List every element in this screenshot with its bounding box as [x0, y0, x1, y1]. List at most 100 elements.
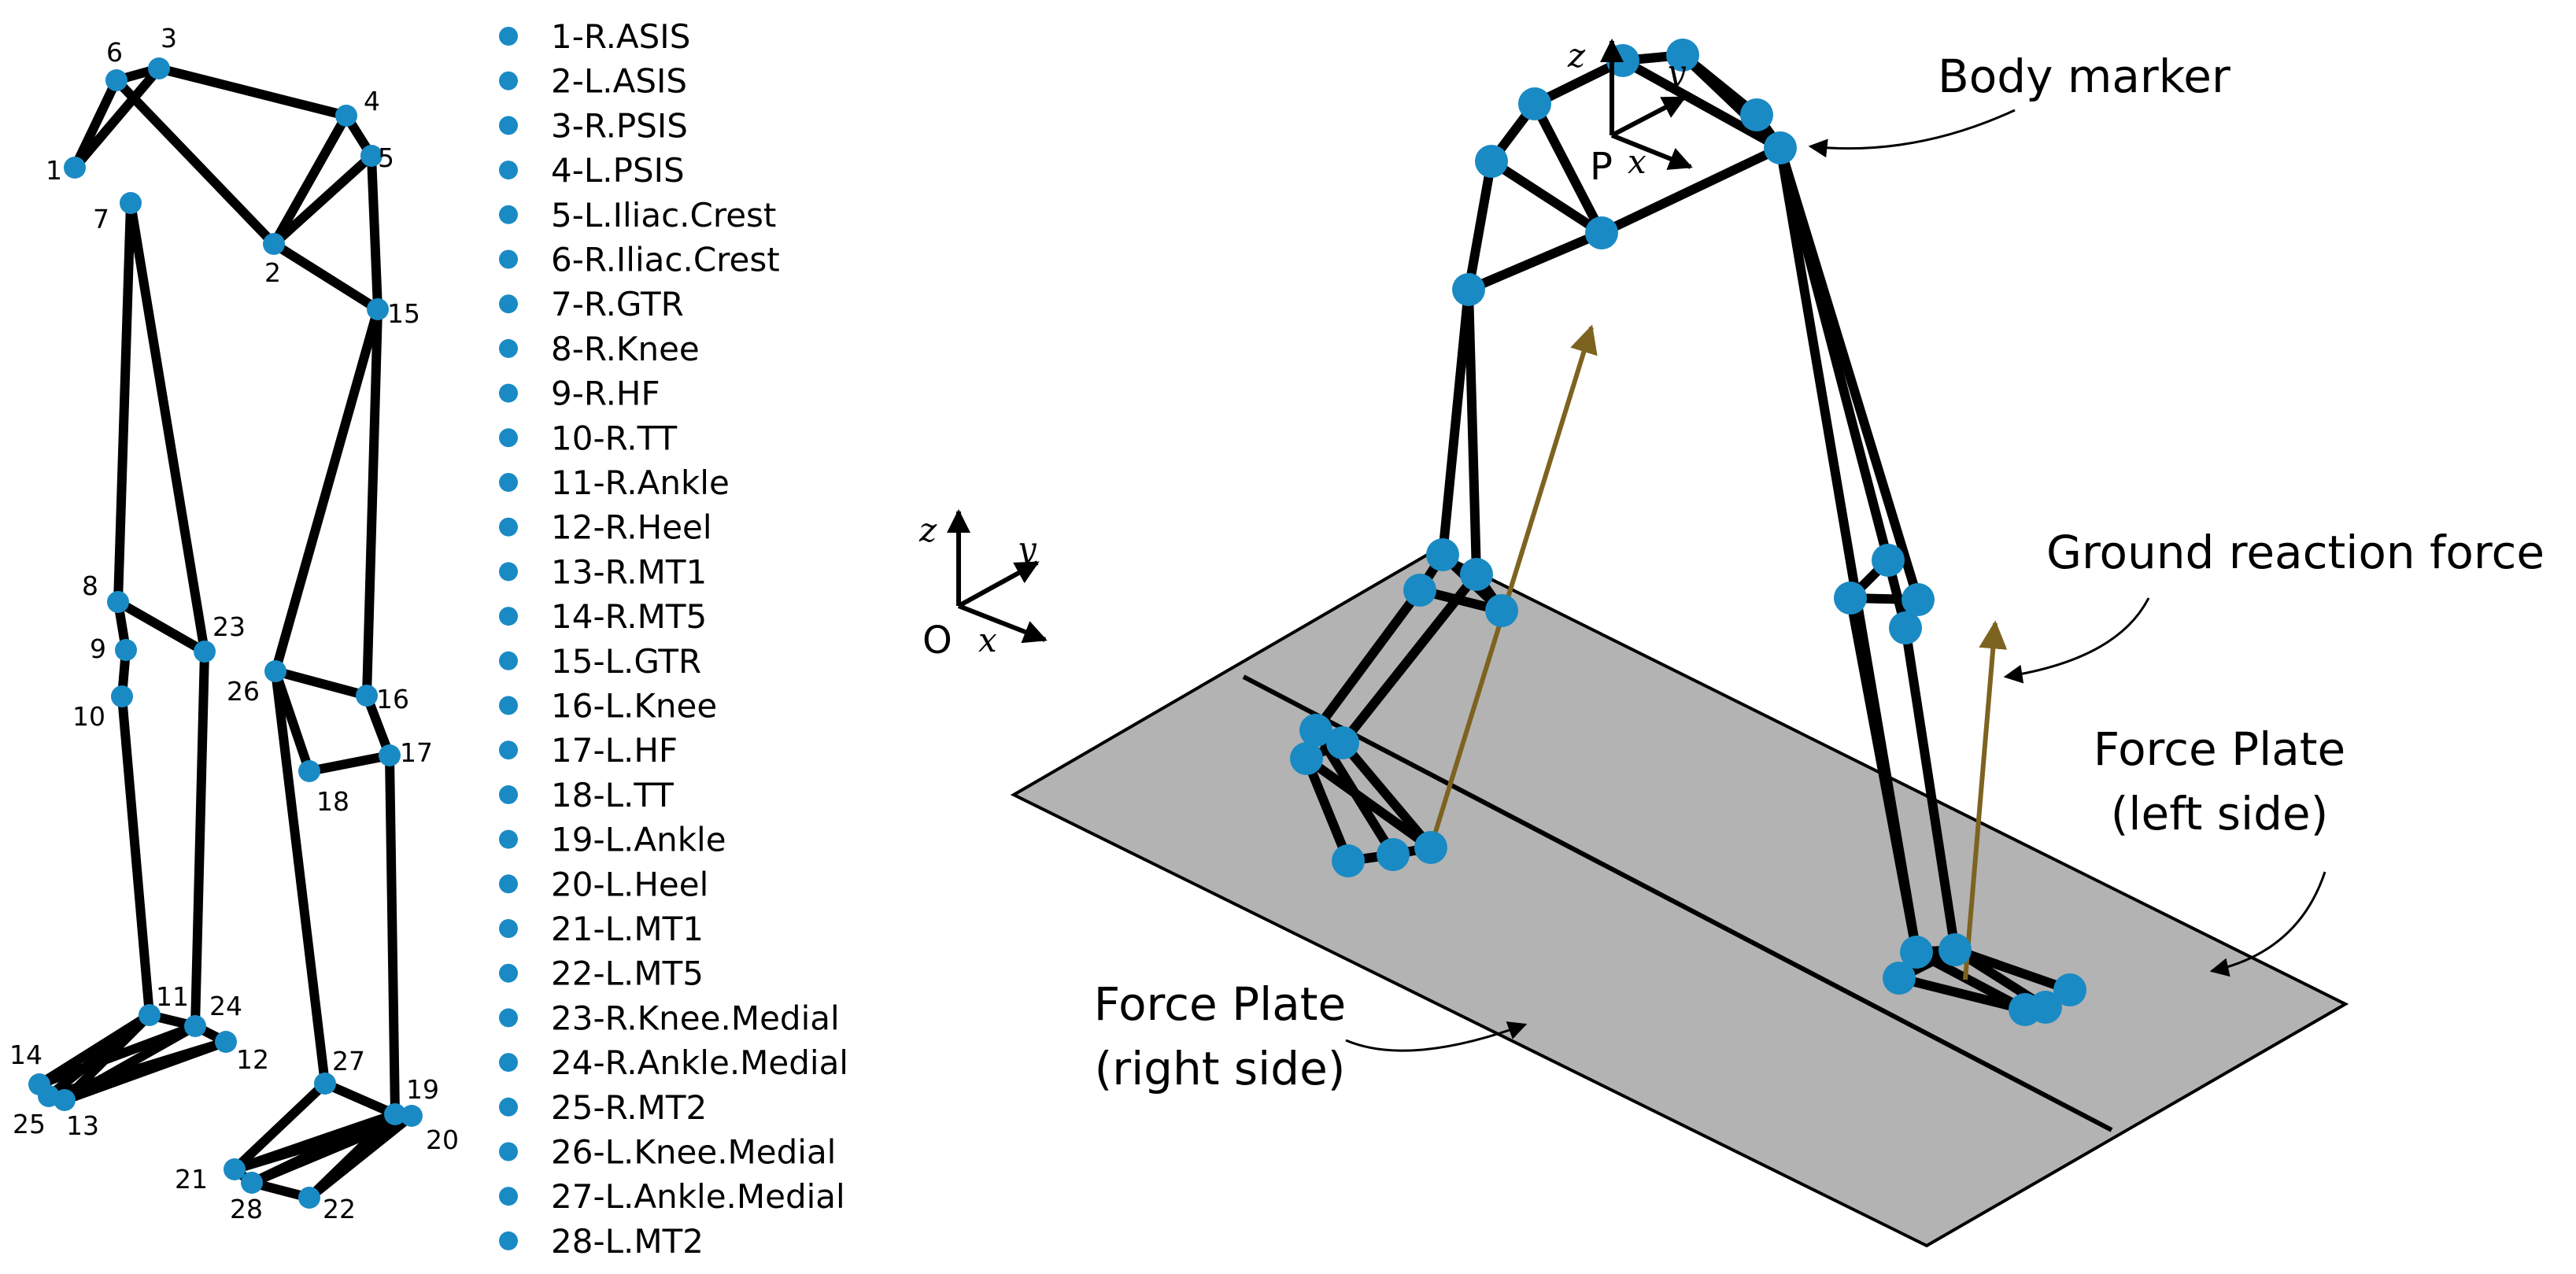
skeleton-marker-23 [194, 641, 216, 663]
body-segment [1846, 593, 1921, 957]
skeleton-marker-15 [367, 298, 389, 320]
legend-marker-dot [499, 562, 518, 582]
legend-marker-label: 8-R.Knee [551, 330, 700, 368]
global-x-axis [957, 604, 1048, 644]
legend-marker-dot [499, 919, 518, 938]
body-marker-la1 [1900, 936, 1933, 969]
force-plate-right-pointer [1345, 1021, 1528, 1052]
legend-marker-label: 19-L.Ankle [551, 821, 726, 859]
skeleton-marker-24 [184, 1015, 206, 1037]
legend-marker-dot [499, 473, 518, 492]
body-marker-ra3 [1290, 742, 1323, 775]
body-marker-rf2 [1377, 838, 1410, 871]
skeleton-segment [271, 667, 371, 700]
legend-marker-label: 27-L.Ankle.Medial [551, 1177, 845, 1216]
skeleton-segment [190, 647, 209, 1031]
skeleton-marker-18 [298, 760, 320, 782]
body-segment [1894, 973, 2030, 1014]
skeleton-number-1: 1 [46, 155, 62, 186]
legend-marker-label: 12-R.Heel [551, 508, 712, 547]
force-plate-left-pointer [2209, 871, 2327, 977]
global-coordinate-axes: z y O x [918, 509, 1048, 663]
legend-marker-label: 18-L.TT [551, 776, 674, 814]
skeleton-number-24: 24 [209, 991, 242, 1021]
legend-marker-dot [499, 71, 518, 90]
force-plate-scene: z y O x z y P x Body marker Ground react… [918, 36, 2545, 1248]
skeleton-number-14: 14 [9, 1040, 43, 1070]
skeleton-segment [154, 64, 351, 120]
body-segment [1464, 228, 1606, 294]
legend-marker-dot [499, 1142, 518, 1161]
legend-marker-label: 10-R.TT [551, 419, 678, 457]
skeleton-number-23: 23 [213, 611, 246, 642]
body-segment [1901, 623, 1960, 955]
body-marker-pointer [1808, 109, 2016, 158]
body-segment [1464, 285, 1481, 579]
body-marker-rk2 [1460, 558, 1493, 591]
body-marker-rf1 [1332, 844, 1365, 877]
body-marker-p4 [1764, 131, 1797, 164]
legend-marker-dot [499, 249, 518, 269]
body-marker-lk2 [1902, 583, 1935, 616]
global-y-axis [957, 560, 1040, 608]
body-segment [1302, 754, 1353, 866]
annotation-force-plate-right: Force Plate (right side) [1094, 977, 1528, 1095]
pelvis-z-label: z [1567, 36, 1586, 75]
skeleton-segment [44, 1037, 231, 1101]
body-segment [1487, 157, 1606, 238]
body-marker-la3 [1883, 962, 1916, 995]
body-segment [1776, 143, 1923, 604]
body-marker-p7 [1585, 216, 1618, 249]
body-marker-ra2 [1326, 726, 1359, 759]
legend-marker-dot [499, 651, 518, 670]
legend-marker-label: 22-L.MT5 [551, 955, 704, 993]
skeleton-number-25: 25 [13, 1109, 46, 1139]
skeleton-segment [269, 239, 383, 314]
legend-marker-label: 1-R.ASIS [551, 17, 690, 56]
legend-marker-dot [499, 607, 518, 626]
skeleton-number-5: 5 [378, 142, 394, 173]
skeleton-number-21: 21 [175, 1164, 208, 1195]
annotation-ground-reaction-force: Ground reaction force [2003, 526, 2545, 684]
legend-marker-label: 26-L.Knee.Medial [551, 1133, 836, 1172]
skeleton-number-22: 22 [323, 1194, 356, 1224]
body-segment [1302, 754, 1436, 852]
skeleton-marker-19 [384, 1103, 406, 1125]
skeleton-marker-1 [64, 157, 86, 179]
annotation-force-plate-left: Force Plate (left side) [2094, 722, 2345, 977]
skeleton-marker-27 [314, 1073, 336, 1095]
legend-marker-dot [499, 1231, 518, 1250]
ground-reaction-force-pointer [2003, 597, 2150, 684]
skeleton-segment [305, 751, 394, 776]
skeleton-segment [230, 1079, 330, 1174]
skeleton-number-8: 8 [82, 571, 98, 601]
skeleton-number-6: 6 [106, 37, 123, 68]
skeleton-marker-21 [224, 1158, 246, 1180]
legend-marker-label: 20-L.Heel [551, 865, 708, 903]
skeleton-segment [247, 1111, 416, 1187]
legend-marker-label: 3-R.PSIS [551, 106, 688, 145]
legend-marker-dot [499, 829, 518, 849]
skeleton-segment [70, 64, 164, 172]
skeleton-segment [44, 1010, 154, 1101]
legend-marker-label: 23-R.Knee.Medial [551, 999, 840, 1037]
legend-marker-label: 28-L.MT2 [551, 1222, 704, 1261]
legend-marker-label: 13-R.MT1 [551, 552, 707, 591]
body-marker-p6 [1475, 145, 1508, 178]
skeleton-marker-numbers: 1234567891011121314151617181920212223242… [9, 23, 459, 1224]
force-plate-left-label-2: (left side) [2111, 787, 2328, 840]
skeleton-segment [112, 76, 279, 249]
skeleton-number-28: 28 [230, 1194, 263, 1224]
legend-marker-label: 5-L.Iliac.Crest [551, 196, 776, 234]
ground-reaction-force-arrow-right [1430, 324, 1598, 843]
force-plate-left-label-1: Force Plate [2094, 722, 2345, 776]
skeleton-segment [271, 305, 383, 676]
skeleton-segment [113, 198, 135, 607]
skeleton-number-7: 7 [93, 204, 109, 234]
body-marker-p5 [1518, 87, 1551, 120]
legend-marker-dot [499, 785, 518, 804]
legend-marker-dot [499, 338, 518, 358]
skeleton-segments [35, 64, 416, 1202]
ground-reaction-force-arrow-left [1963, 620, 2008, 980]
